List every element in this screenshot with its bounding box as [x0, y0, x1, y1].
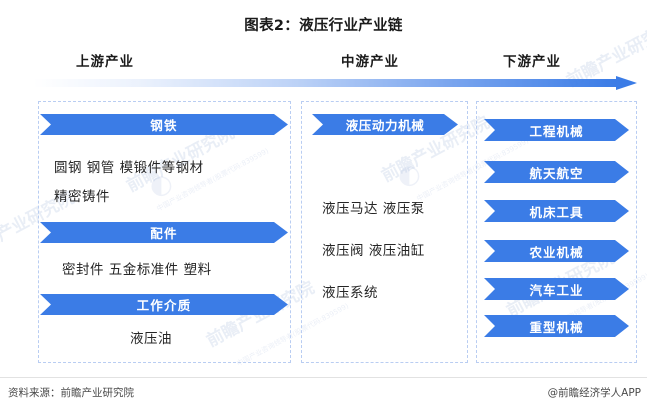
ribbon-hydraulic-power-machinery[interactable]: 液压动力机械	[312, 114, 458, 135]
footer-attribution: @前瞻经济学人APP	[547, 387, 641, 399]
panel-downstream	[476, 101, 637, 363]
ribbon-downstream-agricultural-machinery[interactable]: 农业机械	[484, 240, 629, 262]
panel-upstream	[38, 101, 291, 363]
flow-arrow-bar	[33, 79, 616, 87]
footer-source: 资料来源：前瞻产业研究院	[8, 387, 134, 399]
ribbon-downstream-engineering-machinery[interactable]: 工程机械	[484, 119, 629, 141]
ribbon-downstream-aerospace[interactable]: 航天航空	[484, 161, 629, 183]
flow-arrow-icon	[33, 76, 637, 90]
upstream-fluid-line-1: 液压油	[130, 331, 172, 347]
page-title: 图表2：液压行业产业链	[244, 18, 403, 34]
ribbon-parts[interactable]: 配件	[40, 222, 288, 243]
ribbon-downstream-heavy-machinery[interactable]: 重型机械	[484, 315, 629, 337]
ribbon-downstream-machine-tools[interactable]: 机床工具	[484, 200, 629, 222]
upstream-parts-line-1: 密封件 五金标准件 塑料	[62, 262, 212, 278]
column-header-upstream: 上游产业	[76, 54, 134, 70]
midstream-line-2: 液压阀 液压油缸	[322, 243, 425, 259]
panel-midstream	[301, 101, 468, 363]
upstream-steel-line-1: 圆钢 钢管 模锻件等钢材	[54, 160, 204, 176]
ribbon-downstream-automotive-industry[interactable]: 汽车工业	[484, 278, 629, 300]
footer-divider	[0, 377, 647, 378]
midstream-line-1: 液压马达 液压泵	[322, 201, 425, 217]
column-header-downstream: 下游产业	[503, 54, 561, 70]
ribbon-steel[interactable]: 钢铁	[40, 114, 288, 135]
ribbon-working-fluid[interactable]: 工作介质	[40, 294, 288, 315]
upstream-steel-line-2: 精密铸件	[54, 189, 110, 205]
column-header-midstream: 中游产业	[341, 54, 399, 70]
flow-arrow-head	[616, 76, 637, 90]
midstream-line-3: 液压系统	[322, 285, 378, 301]
